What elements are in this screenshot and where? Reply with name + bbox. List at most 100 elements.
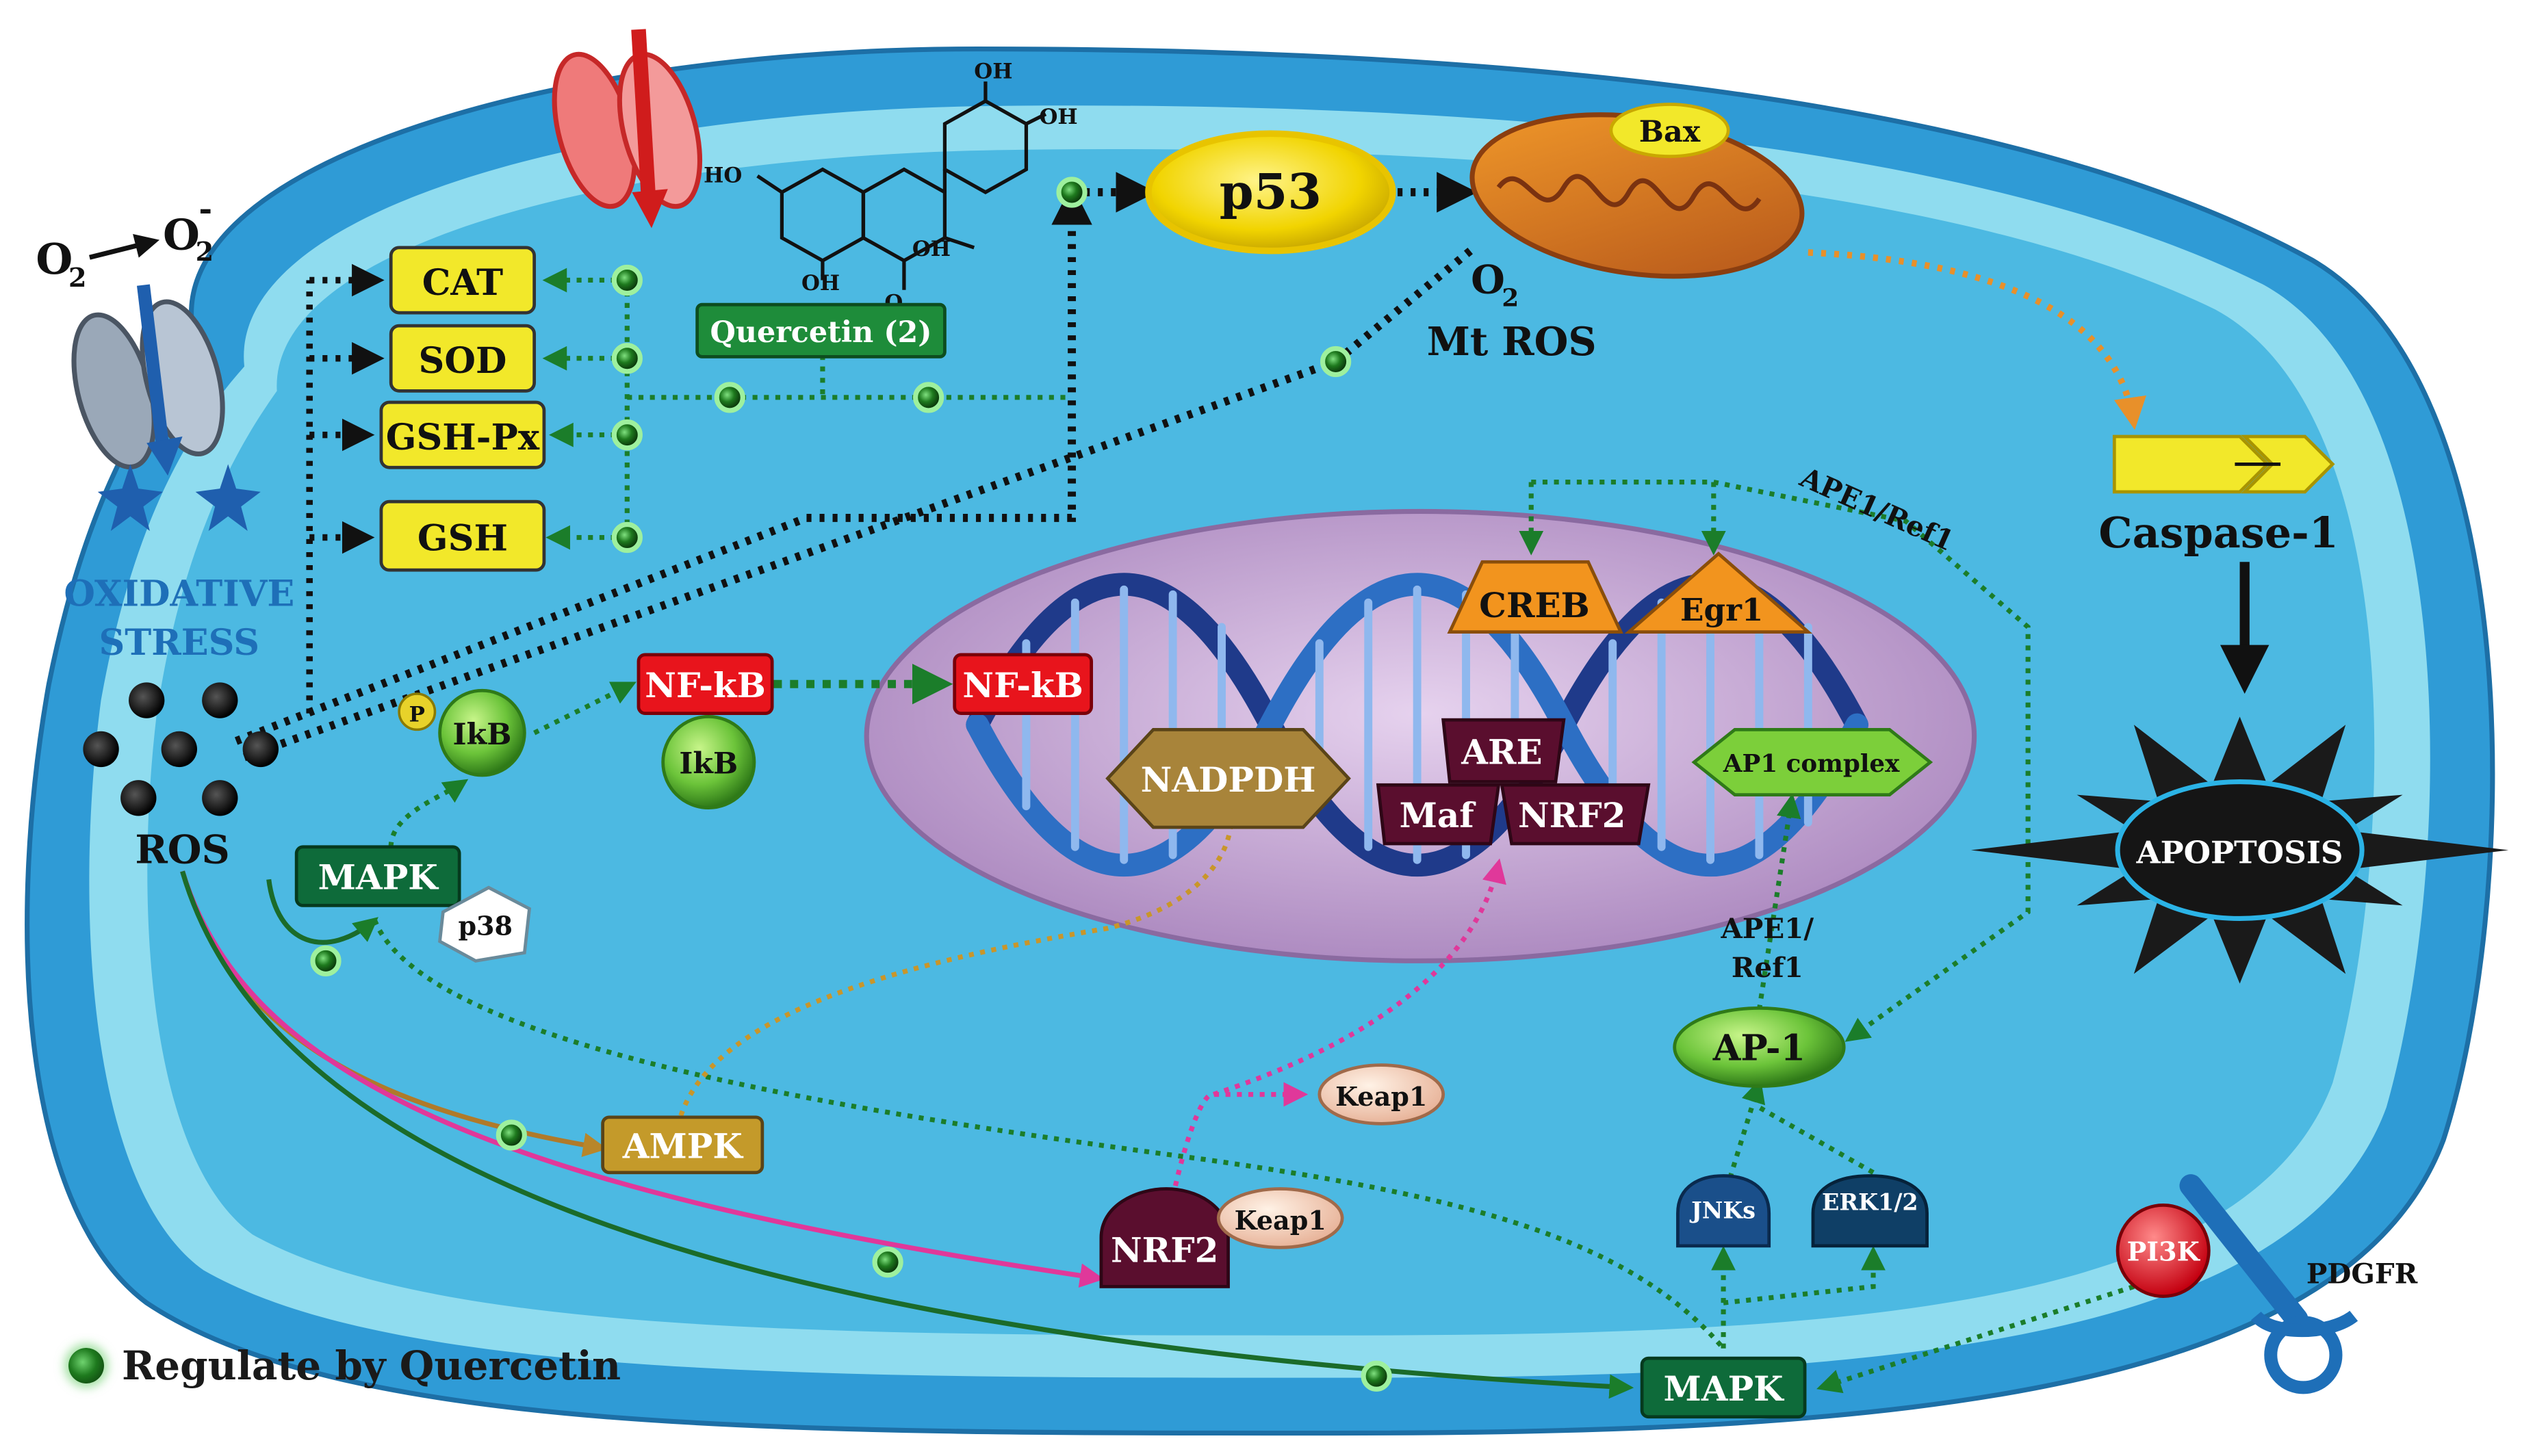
enzyme-cat: CAT (389, 246, 537, 315)
svg-text:Egr1: Egr1 (1680, 592, 1763, 628)
svg-text:Bax: Bax (1639, 115, 1701, 149)
svg-text:NRF2: NRF2 (1111, 1230, 1218, 1271)
svg-text:GSH-Px: GSH-Px (386, 417, 540, 458)
svg-text:NRF2: NRF2 (1518, 795, 1625, 835)
enzyme-gsh: GSH (379, 499, 546, 572)
svg-text:NF-kB: NF-kB (962, 665, 1083, 705)
svg-text:O: O (1471, 257, 1505, 303)
caspase-1-node: Caspase-1 (2098, 434, 2339, 558)
nfkb-nucleus-node: NF-kB (953, 653, 1094, 715)
phospho-ikb-node: IkB P (398, 688, 526, 777)
pdgfr-label: PDGFR (2306, 1258, 2418, 1290)
enzyme-sod: SOD (389, 324, 537, 393)
svg-text:2: 2 (1502, 284, 1519, 313)
svg-text:IkB: IkB (679, 747, 738, 781)
svg-text:OH: OH (1039, 105, 1077, 129)
creb-node: CREB (1447, 560, 1623, 634)
legend-label: Regulate by Quercetin (122, 1342, 621, 1389)
ros-label: ROS (135, 827, 229, 873)
oxidative-stress-star-icon (97, 464, 261, 532)
mapk-left-node: MAPK (294, 845, 461, 907)
maf-node: Maf (1376, 783, 1501, 846)
svg-text:2: 2 (68, 262, 87, 293)
regulation-dot-icon (1361, 1360, 1392, 1392)
p38-node: p38 (438, 885, 532, 963)
keap1-cytoplasm-node: Keap1 (1216, 1187, 1344, 1249)
svg-text:O: O (163, 209, 200, 259)
nfkb-cytoplasm-node: NF-kB (636, 653, 774, 715)
mt-ros-label: Mt ROS (1427, 319, 1597, 365)
svg-text:p53: p53 (1220, 163, 1322, 220)
ap1-complex-node: AP1 complex (1691, 727, 1933, 796)
nrf2-cytoplasm-node: NRF2 (1099, 1187, 1230, 1288)
svg-text:OH: OH (974, 59, 1012, 83)
regulation-dot-icon (611, 521, 643, 554)
oxidative-stress-label-2: STRESS (99, 622, 259, 664)
regulation-dot-icon (611, 343, 643, 374)
svg-text:ERK1/2: ERK1/2 (1822, 1188, 1918, 1215)
svg-text:AP-1: AP-1 (1712, 1028, 1805, 1069)
svg-text:p38: p38 (458, 910, 513, 941)
regulation-dot-icon (872, 1247, 903, 1278)
svg-text:JNKs: JNKs (1689, 1197, 1756, 1223)
apoptosis-node: APOPTOSIS (1970, 716, 2509, 984)
svg-text:PI3K: PI3K (2127, 1236, 2201, 1266)
svg-text:Maf: Maf (1400, 795, 1477, 835)
svg-text:-: - (198, 190, 212, 228)
nadpdh-node: NADPDH (1105, 727, 1351, 829)
svg-text:CREB: CREB (1479, 585, 1590, 625)
ape1-ref1-mid-label-2: Ref1 (1732, 951, 1803, 984)
svg-text:HO: HO (704, 164, 742, 188)
membrane-channel-top-icon (552, 29, 703, 229)
o2-conversion-label: O 2 O 2 - (36, 190, 214, 293)
svg-text:MAPK: MAPK (318, 857, 439, 898)
svg-text:GSH: GSH (417, 518, 508, 560)
keap1-top-node: Keap1 (1317, 1063, 1445, 1126)
oxidative-stress-label: OXIDATIVE (64, 573, 294, 614)
pdgfr-receptor-icon (2179, 1174, 2358, 1394)
ap1-node: AP-1 (1673, 1006, 1846, 1088)
regulation-dot-icon (611, 419, 643, 451)
enzyme-gsh-px: GSH-Px (379, 400, 546, 469)
legend: Regulate by Quercetin (68, 1342, 621, 1389)
svg-text:AP1 complex: AP1 complex (1723, 749, 1900, 778)
regulation-dot-icon (611, 264, 643, 296)
svg-text:ARE: ARE (1461, 731, 1542, 772)
ape1-ref1-mid-label: APE1/ (1721, 912, 1814, 945)
svg-text:2: 2 (196, 236, 214, 267)
are-node: ARE (1441, 718, 1566, 783)
regulation-dot-icon (714, 382, 745, 413)
svg-text:APOPTOSIS: APOPTOSIS (2136, 835, 2343, 871)
p53-node: p53 (1145, 130, 1396, 255)
svg-text:Quercetin (2): Quercetin (2) (710, 315, 932, 350)
regulation-dot-icon (913, 382, 944, 413)
svg-text:NF-kB: NF-kB (645, 665, 766, 705)
nrf2-nucleus-node: NRF2 (1500, 783, 1651, 846)
ampk-node: AMPK (601, 1115, 764, 1175)
quercetin-molecule-icon (756, 81, 1047, 290)
erk-node: ERK1/2 (1811, 1174, 1929, 1248)
regulation-dot-legend-icon (68, 1348, 104, 1383)
svg-text:Caspase-1: Caspase-1 (2098, 508, 2338, 558)
svg-text:O: O (36, 234, 73, 284)
svg-text:IkB: IkB (453, 718, 512, 752)
svg-text:NADPDH: NADPDH (1141, 759, 1316, 800)
regulation-dot-icon (1056, 177, 1088, 208)
quercetin-regulation-dots (310, 177, 1392, 1392)
svg-text:SOD: SOD (419, 340, 507, 382)
svg-text:CAT: CAT (422, 262, 503, 304)
regulation-dot-icon (310, 945, 342, 976)
membrane-channel-left-icon (71, 284, 225, 476)
mitochondrion-icon (1469, 112, 1805, 279)
svg-text:P: P (409, 702, 425, 727)
svg-text:AMPK: AMPK (622, 1126, 744, 1166)
egr1-node: Egr1 (1624, 551, 1813, 634)
regulation-dot-icon (1320, 346, 1352, 378)
pi3k-node: PI3K (2116, 1203, 2211, 1299)
svg-text:Keap1: Keap1 (1235, 1205, 1326, 1236)
svg-text:OH: OH (912, 237, 951, 261)
mito-o2-label: O 2 (1471, 257, 1519, 313)
svg-text:OH: OH (801, 271, 840, 296)
ikb-cytoplasm-node: IkB (661, 714, 756, 810)
ros-molecules-icon (83, 682, 279, 816)
